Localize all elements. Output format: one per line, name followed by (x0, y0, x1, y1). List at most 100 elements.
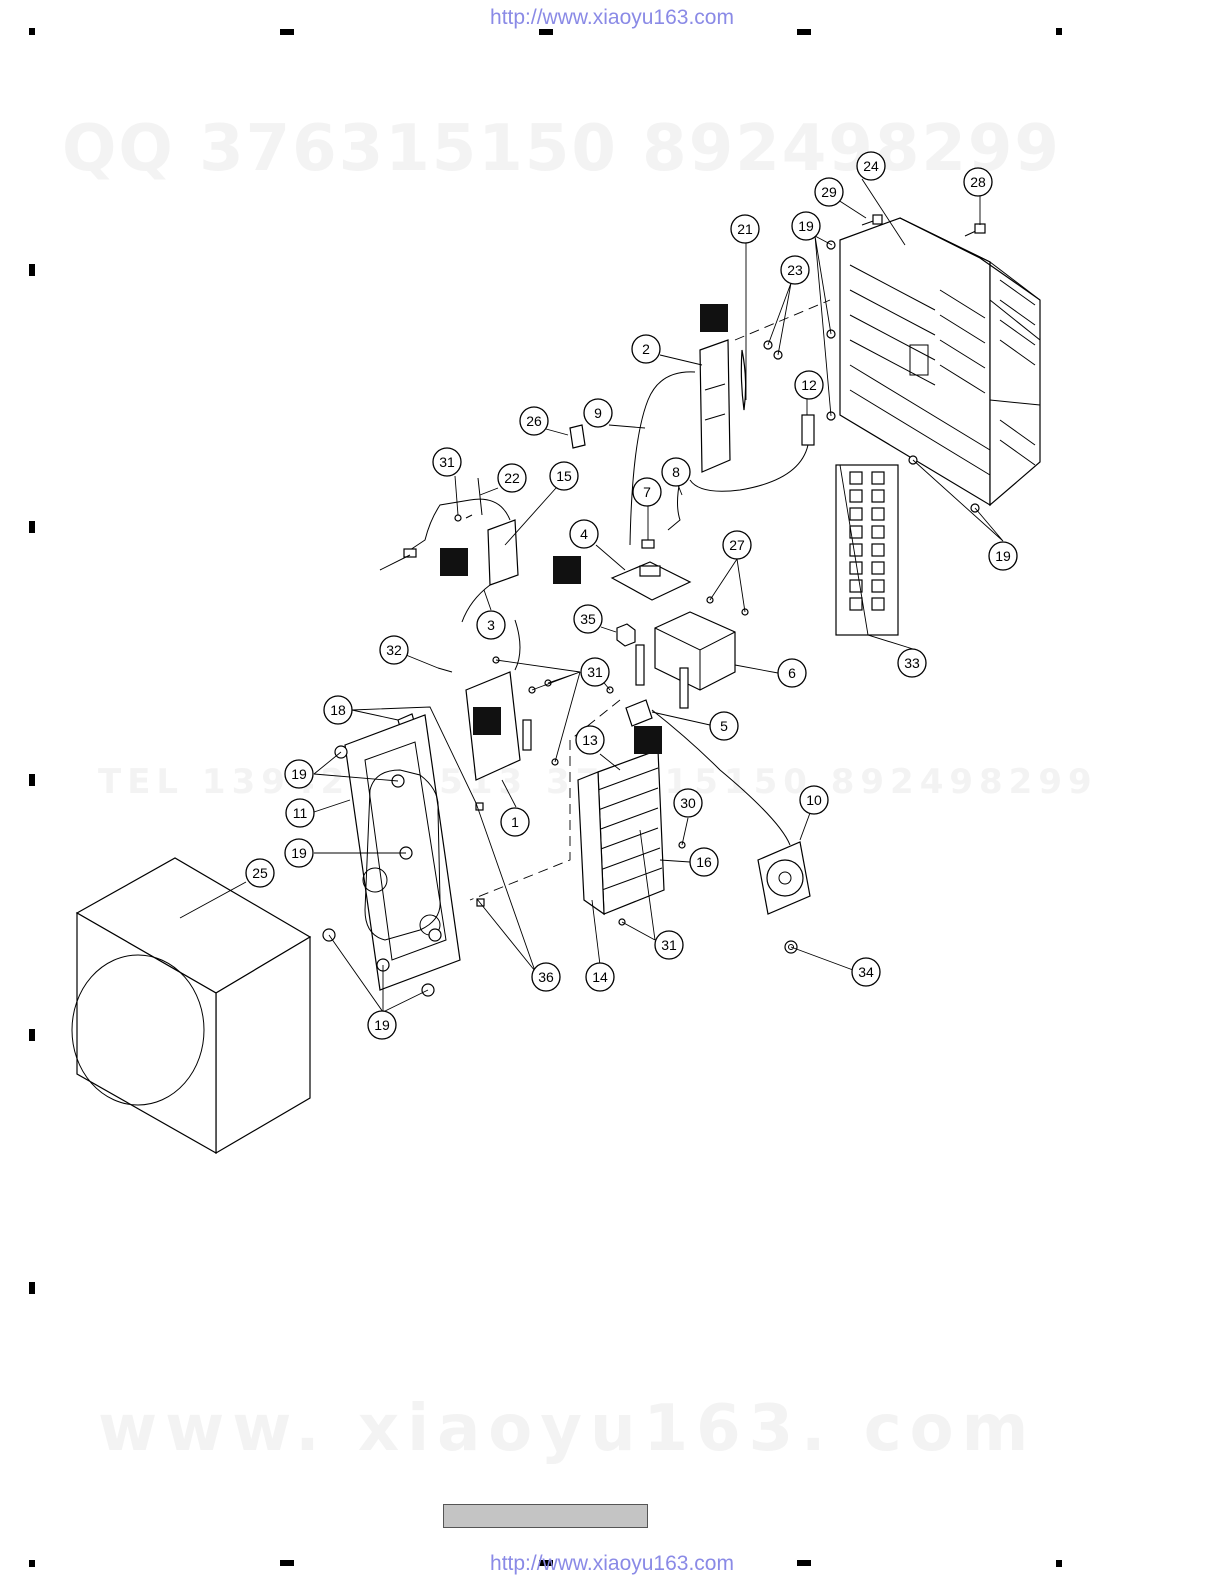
callout-number: 7 (643, 484, 651, 500)
part-callout: 33 (898, 649, 926, 677)
part-callout: 8 (662, 458, 690, 486)
screw-part (862, 215, 882, 225)
callout-number: 31 (587, 664, 603, 680)
part-callout: 30 (674, 789, 702, 817)
part-callout: 4 (570, 520, 598, 548)
part-callout: 5 (710, 712, 738, 740)
callout-number: 23 (787, 262, 803, 278)
callout-number: 12 (801, 377, 817, 393)
part-callout: 10 (800, 786, 828, 814)
part-callout: 19 (989, 542, 1017, 570)
label-sheet (836, 465, 898, 635)
part-callout: 9 (584, 399, 612, 427)
callout-number: 28 (970, 174, 986, 190)
section-marker (553, 556, 581, 584)
pcb-board-1 (466, 620, 531, 780)
part-callout: 18 (324, 696, 352, 724)
part-callout: 24 (857, 152, 885, 180)
cooling-fan (758, 842, 810, 914)
callout-number: 19 (798, 218, 814, 234)
block-part (617, 624, 635, 646)
cable-part (668, 480, 680, 530)
part-callout: 31 (433, 448, 461, 476)
part-callout: 14 (586, 963, 614, 991)
callout-number: 8 (672, 464, 680, 480)
part-callout: 36 (532, 963, 560, 991)
callout-number: 31 (661, 937, 677, 953)
transformer-part (636, 612, 735, 708)
label-part (570, 425, 585, 448)
callout-number: 31 (439, 454, 455, 470)
part-callout: 34 (852, 958, 880, 986)
section-marker (634, 726, 662, 754)
part-callout: 3 (477, 611, 505, 639)
callout-number: 22 (504, 470, 520, 486)
part-callout: 26 (520, 407, 548, 435)
section-marker (700, 304, 728, 332)
part-callout: 29 (815, 178, 843, 206)
callout-number: 14 (592, 969, 608, 985)
part-callout: 23 (781, 256, 809, 284)
cable-tie (741, 350, 745, 410)
screw-part (707, 597, 748, 615)
callout-number: 18 (330, 702, 346, 718)
callout-number: 33 (904, 655, 920, 671)
part-callout: 22 (498, 464, 526, 492)
callout-number: 27 (729, 537, 745, 553)
section-marker (473, 707, 501, 735)
callout-number: 9 (594, 405, 602, 421)
callout-number: 25 (252, 865, 268, 881)
callout-number: 24 (863, 158, 879, 174)
rear-panel-chassis (840, 218, 1040, 505)
callout-number: 2 (642, 341, 650, 357)
callout-number: 11 (293, 805, 308, 821)
callout-number: 3 (487, 617, 495, 633)
callout-number: 19 (291, 845, 307, 861)
part-callout: 19 (285, 839, 313, 867)
part-callout: 12 (795, 371, 823, 399)
pcb-board-4 (612, 562, 690, 600)
part-callout: 19 (368, 1011, 396, 1039)
screw-part (965, 224, 985, 236)
part-callout: 13 (576, 726, 604, 754)
callout-number: 13 (582, 732, 598, 748)
callout-number: 35 (580, 611, 596, 627)
part-callout: 28 (964, 168, 992, 196)
speaker-enclosure (72, 858, 310, 1153)
callout-number: 4 (580, 526, 588, 542)
callout-number: 16 (696, 854, 712, 870)
callout-number: 10 (806, 792, 822, 808)
pcb-board-2 (700, 340, 730, 472)
part-callout: 32 (380, 636, 408, 664)
part-callout: 19 (285, 760, 313, 788)
part-callout: 31 (581, 658, 609, 686)
callout-number: 1 (511, 814, 519, 830)
part-callout: 2 (632, 335, 660, 363)
callout-number: 15 (556, 468, 572, 484)
footer-url[interactable]: http://www.xiaoyu163.com (0, 1552, 1224, 1576)
part-callout: 31 (655, 931, 683, 959)
part-callout: 35 (574, 605, 602, 633)
part-callout: 6 (778, 659, 806, 687)
cable-part (630, 372, 695, 545)
callout-number: 19 (374, 1017, 390, 1033)
callout-number: 26 (526, 413, 542, 429)
page-footer-box (443, 1504, 648, 1528)
section-marker (440, 548, 468, 576)
part-callout: 11 (286, 799, 314, 827)
callout-number: 19 (291, 766, 307, 782)
callout-number: 19 (995, 548, 1011, 564)
fuse-part (642, 540, 654, 548)
part-callout: 21 (731, 215, 759, 243)
callout-number: 34 (858, 964, 874, 980)
callout-number: 21 (737, 221, 753, 237)
callout-number: 30 (680, 795, 696, 811)
callout-number: 29 (821, 184, 837, 200)
part-callout: 25 (246, 859, 274, 887)
part-callout: 1 (501, 808, 529, 836)
part-callout: 7 (633, 478, 661, 506)
screw-part (438, 668, 452, 672)
callout-number: 5 (720, 718, 728, 734)
callout-number: 36 (538, 969, 554, 985)
